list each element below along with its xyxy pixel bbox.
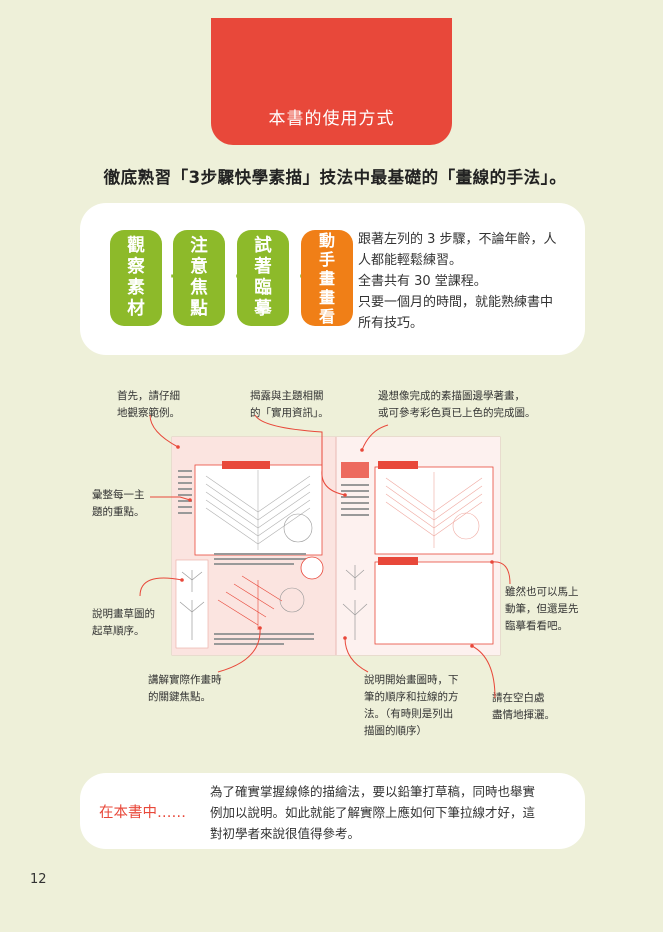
example-box [194,464,323,556]
step-char: 材 [127,299,145,319]
desc-line: 所有技巧。 [358,316,424,331]
annotation-imagine: 邊想像完成的素描圖邊學著畫， 或可參考彩色頁已上色的完成圖。 [378,388,536,422]
free-draw-box [374,561,494,645]
desc-line: 為了確實掌握線條的描繪法，要以鉛筆打草稿，同時也舉實 [210,784,536,799]
step-char: 手 [318,249,335,269]
step-char: 畫 [318,287,335,307]
annotation-key-points: 彙整每一主 題的重點。 [92,487,145,521]
annotation-line: 彙整每一主 [92,489,145,501]
annotation-line: 動筆，但還是先 [505,603,579,615]
heart-thumbnail [341,462,369,478]
annotation-line: 地觀察範例。 [117,407,180,419]
annotation-line: 法。（有時則是列出 [364,708,454,720]
in-book-description: 為了確實掌握線條的描繪法，要以鉛筆打草稿，同時也舉實 例加以說明。如此就能了解實… [210,781,572,844]
step-char: 意 [190,257,208,277]
title-banner: 本書的使用方式 [211,18,452,145]
annotation-line: 揭露與主題相關 [250,390,324,402]
annotation-line: 雖然也可以馬上 [505,586,579,598]
desc-line: 對初學者來說很值得參考。 [210,826,361,841]
step-observe: 觀 察 素 材 [110,230,162,326]
annotation-line: 首先，請仔細 [117,390,180,402]
banner-title: 本書的使用方式 [268,109,395,129]
annotation-free-draw: 請在空白處 盡情地揮灑。 [492,690,555,724]
desc-line: 只要一個月的時間，就能熟練書中 [358,295,554,310]
desc-line: 跟著左列的 3 步驟，不論年齡，人 [358,232,557,247]
leader-lines [139,414,511,699]
annotation-line: 筆的順序和拉線的方 [364,691,459,703]
headline: 徹底熟習「3步驟快學素描」技法中最基礎的「畫線的手法」。 [103,168,567,187]
annotation-line: 請在空白處 [492,692,545,704]
page-spread-preview [171,436,501,656]
step-char: 焦 [190,278,208,298]
step-char: 摹 [254,299,272,319]
annotation-explain-focus: 講解實際作畫時 的關鍵焦點。 [148,672,222,706]
step-draw: 動 手 畫 畫 看 [301,230,353,326]
step-char: 看 [318,306,335,326]
step-char: 素 [127,278,145,298]
desc-line: 例加以說明。如此就能了解實際上應如何下筆拉線才好，這 [210,805,536,820]
feather-lines [205,470,313,550]
annotation-line: 題的重點。 [92,506,145,518]
annotation-line: 的「實用資訊」。 [250,407,329,419]
annotation-observe: 首先，請仔細 地觀察範例。 [117,388,180,422]
annotation-line: 臨摹看看吧。 [505,620,568,632]
step-char: 觀 [127,236,145,256]
step-char: 臨 [254,278,272,298]
annotation-line: 起草順序。 [92,625,145,637]
step-char: 注 [190,236,208,256]
step-focus: 注 意 焦 點 [173,230,225,326]
step-char: 點 [190,299,208,319]
step-char: 動 [318,230,335,250]
step-char: 試 [254,236,272,256]
annotation-line: 或可參考彩色頁已上色的完成圖。 [378,407,536,419]
page-number: 12 [30,872,47,887]
in-book-label: 在本書中…… [99,805,186,821]
step-char: 著 [254,257,272,277]
annotation-line: 講解實際作畫時 [148,674,222,686]
annotation-line: 盡情地揮灑。 [492,709,555,721]
annotation-line: 邊想像完成的素描圖邊學著畫， [378,390,525,402]
in-book-card: 在本書中…… 為了確實掌握線條的描繪法，要以鉛筆打草稿，同時也舉實 例加以說明。… [80,773,585,849]
annotation-line: 的關鍵焦點。 [148,691,211,703]
annotation-pen-order: 說明開始畫圖時，下 筆的順序和拉線的方 法。（有時則是列出 描圖的順序） [364,672,459,740]
annotation-try-first: 雖然也可以馬上 動筆，但還是先 臨摹看看吧。 [505,584,579,635]
step-trace: 試 著 臨 摹 [237,230,289,326]
text-column [178,470,192,514]
trace-feather-lines [385,472,483,548]
step-char: 畫 [318,268,335,288]
annotation-sketch-order: 說明畫草圖的 起草順序。 [92,606,155,640]
annotation-line: 描圖的順序） [364,725,427,737]
annotation-line: 說明畫草圖的 [92,608,155,620]
steps-description: 跟著左列的 3 步驟，不論年齡，人 人都能輕鬆練習。 全書共有 30 堂課程。 … [358,229,570,334]
desc-line: 人都能輕鬆練習。 [358,253,463,268]
step-char: 察 [127,257,145,277]
annotation-line: 說明開始畫圖時，下 [364,674,459,686]
steps-card: 觀 察 素 材 ➡ 注 意 焦 點 ➡ 試 著 臨 摹 ➡ 動 手 畫 畫 看 … [80,203,585,355]
example-tag [222,461,270,469]
annotation-info: 揭露與主題相關 的「實用資訊」。 [250,388,329,422]
desc-line: 全書共有 30 堂課程。 [358,274,487,289]
